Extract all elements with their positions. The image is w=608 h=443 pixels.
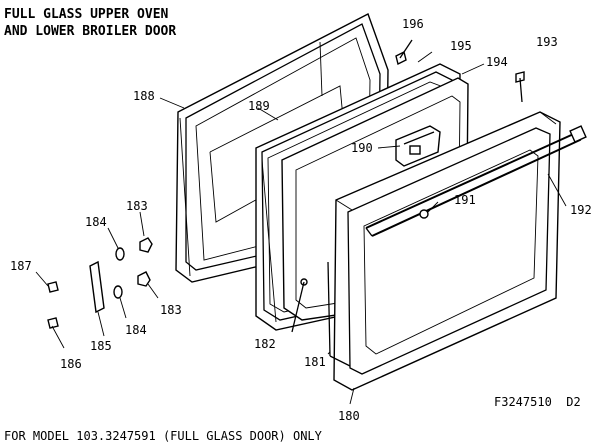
label-196: 196 bbox=[402, 17, 424, 31]
part-187-screw bbox=[47, 281, 59, 293]
title-line-2: AND LOWER BROILER DOOR bbox=[4, 24, 176, 39]
label-183-upper: 183 bbox=[126, 199, 148, 213]
label-185: 185 bbox=[90, 339, 112, 353]
part-180-outer-frame bbox=[333, 111, 561, 391]
label-188: 188 bbox=[133, 89, 155, 103]
label-192: 192 bbox=[570, 203, 592, 217]
label-182: 182 bbox=[254, 337, 276, 351]
label-186: 186 bbox=[60, 357, 82, 371]
label-194: 194 bbox=[486, 55, 508, 69]
label-181: 181 bbox=[304, 355, 326, 369]
part-183-nut-lower bbox=[137, 271, 151, 287]
label-193: 193 bbox=[536, 35, 558, 49]
part-184-washer-lower bbox=[113, 285, 123, 299]
label-190: 190 bbox=[351, 141, 373, 155]
figure-code: F3247510 D2 bbox=[494, 395, 581, 409]
label-191: 191 bbox=[454, 193, 476, 207]
label-184-lower: 184 bbox=[125, 323, 147, 337]
part-182-screw bbox=[291, 278, 308, 333]
model-footer: FOR MODEL 103.3247591 (FULL GLASS DOOR) … bbox=[4, 429, 323, 443]
label-184-upper: 184 bbox=[85, 215, 107, 229]
part-183-nut-upper bbox=[139, 237, 153, 253]
part-193-screw bbox=[515, 71, 525, 103]
label-187: 187 bbox=[10, 259, 32, 273]
part-184-washer-upper bbox=[115, 247, 125, 261]
label-189: 189 bbox=[248, 99, 270, 113]
part-186-screw bbox=[47, 317, 59, 329]
leader-lines bbox=[35, 51, 567, 405]
label-195: 195 bbox=[450, 39, 472, 53]
title-line-1: FULL GLASS UPPER OVEN bbox=[4, 7, 169, 22]
part-191-screw bbox=[419, 209, 429, 219]
part-190-latch-bracket bbox=[395, 125, 441, 167]
label-183-lower: 183 bbox=[160, 303, 182, 317]
label-180: 180 bbox=[338, 409, 360, 423]
part-192-handle bbox=[365, 125, 587, 237]
part-185-hinge-bracket bbox=[89, 260, 105, 314]
part-181-glass-panel bbox=[327, 261, 351, 367]
part-196-screw bbox=[395, 39, 413, 66]
